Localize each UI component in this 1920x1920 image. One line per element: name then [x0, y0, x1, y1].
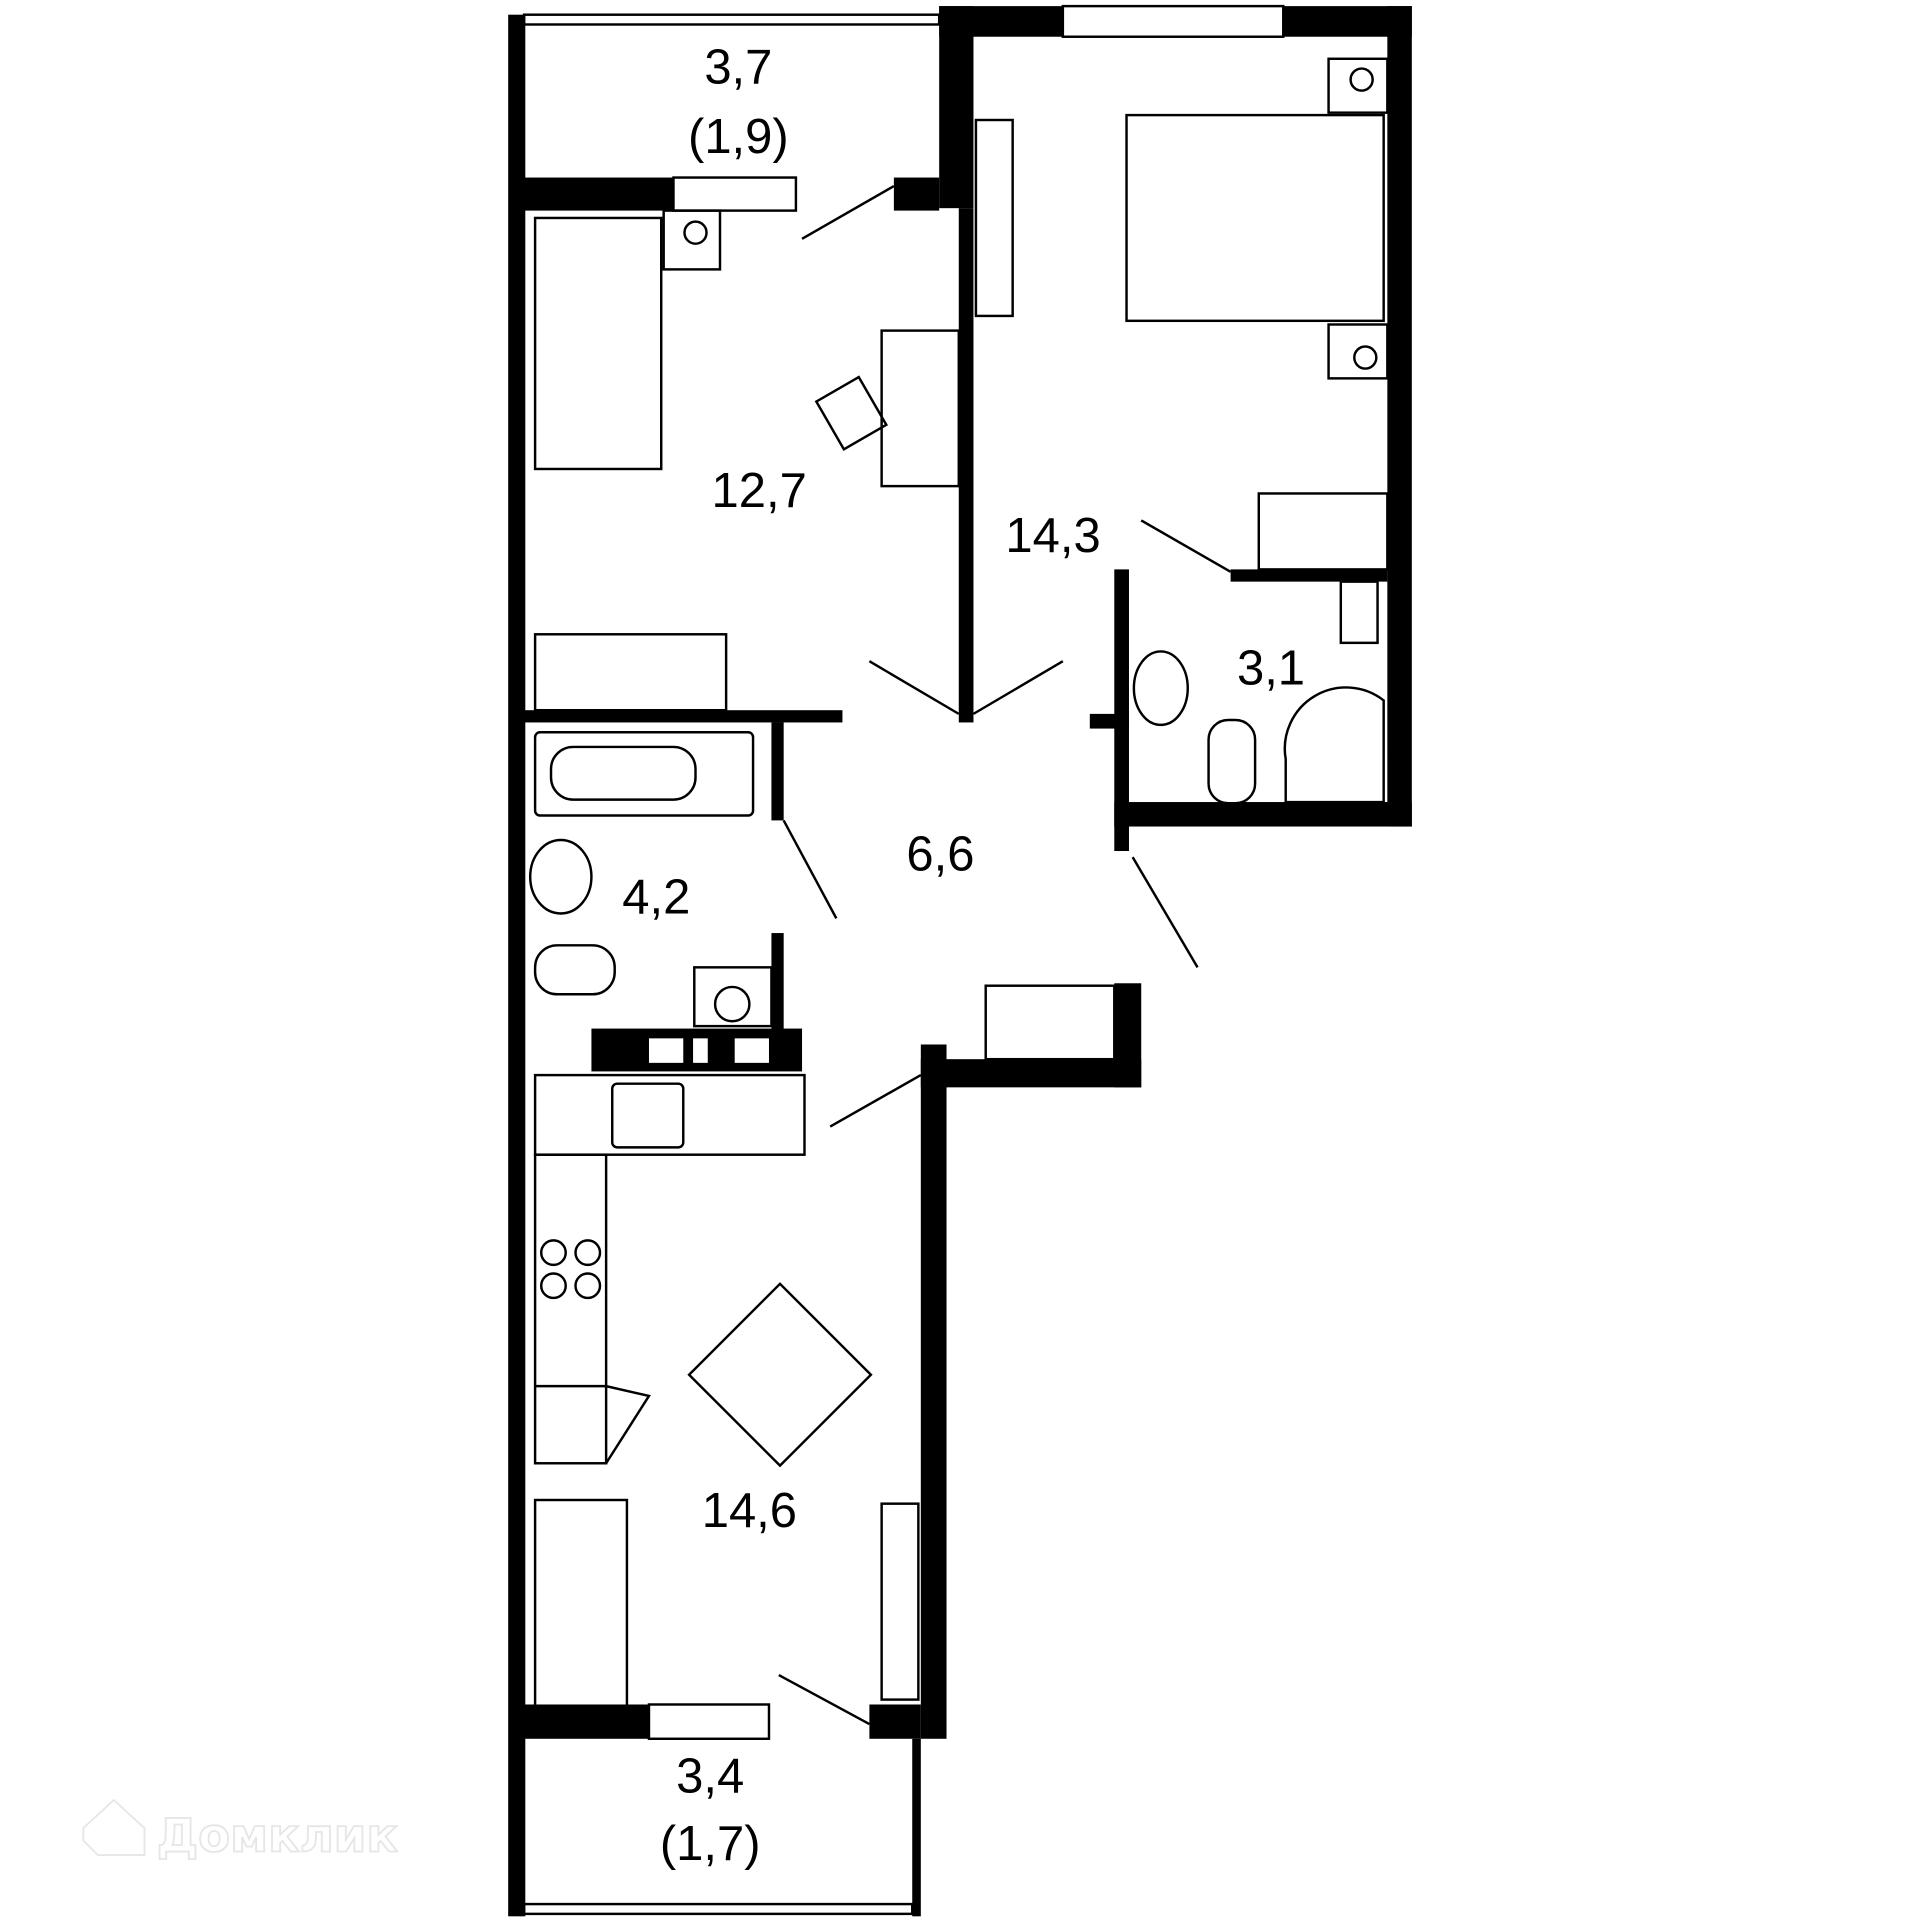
tv-cabinet — [974, 118, 1014, 318]
toilet — [533, 944, 616, 996]
bathtub — [533, 731, 755, 817]
walls — [508, 4, 1412, 1917]
kitchen-counter — [533, 1073, 806, 1156]
balcony-railing-top — [522, 13, 941, 26]
kitchen-bottom-wall-left — [524, 1704, 649, 1739]
shaft — [648, 1038, 684, 1063]
lamp-icon — [1349, 67, 1374, 92]
tv-cabinet — [880, 1502, 920, 1701]
wardrobe — [984, 984, 1116, 1061]
bedroom-bath-partition — [524, 710, 843, 723]
window — [1061, 4, 1285, 38]
door-swing — [868, 660, 960, 715]
nightstand — [662, 209, 722, 271]
room-area: 6,6 — [906, 828, 974, 882]
shaft — [693, 1038, 708, 1063]
nightstand — [1327, 323, 1389, 380]
balcony-railing-bottom — [522, 1902, 914, 1916]
lamp-icon — [683, 220, 708, 245]
right-outer-wall — [1387, 6, 1412, 827]
door-swing — [1131, 856, 1199, 968]
fridge — [535, 1384, 651, 1464]
sofa — [533, 1498, 629, 1707]
bedroom-bath-wall — [1230, 569, 1388, 582]
bathroom-left-wall — [1114, 569, 1129, 852]
dining-table — [687, 1282, 873, 1468]
shaft — [734, 1038, 769, 1063]
balcony-right-wall — [939, 6, 974, 209]
doors — [778, 185, 1232, 1726]
balcony-bottom-right-wall — [912, 1738, 921, 1917]
shower — [1283, 686, 1385, 804]
window — [647, 1703, 771, 1740]
watermark-logo: Домклик — [82, 1798, 399, 1863]
room-area-sub: (1,9) — [688, 110, 789, 164]
door-swing — [782, 819, 838, 919]
kitchen-counter-side — [533, 1153, 608, 1465]
hall-bottom-wall — [920, 1059, 1142, 1088]
washing-machine — [693, 966, 773, 1028]
window — [672, 176, 798, 212]
room-area: 3,4 — [676, 1750, 744, 1804]
stove — [540, 1239, 602, 1300]
toilet — [1207, 718, 1257, 805]
area-labels: 3,7 (1,9) 12,7 14,3 3,1 6,6 4,2 14,6 3,4… — [622, 40, 1305, 1871]
sink — [1132, 650, 1189, 727]
kitchen-right-wall — [920, 1044, 947, 1739]
door-swing — [801, 185, 895, 240]
room-area-sub: (1,7) — [660, 1817, 761, 1871]
door-swing — [1140, 519, 1232, 573]
nightstand — [1327, 57, 1389, 114]
door-swing — [972, 660, 1064, 715]
drum-icon — [713, 985, 751, 1023]
wardrobe — [1257, 492, 1389, 571]
room-area: 12,7 — [712, 464, 807, 518]
watermark-text: Домклик — [157, 1808, 398, 1862]
room-area: 3,1 — [1237, 641, 1305, 695]
balcony-wall-right — [893, 177, 940, 211]
house-logo-icon — [82, 1798, 146, 1857]
bedroom-partition — [958, 208, 974, 723]
single-bed — [533, 216, 663, 471]
bath-wall-upper — [771, 722, 784, 821]
bathtub-basin — [549, 745, 697, 801]
kitchen-sink — [611, 1082, 685, 1149]
double-bed — [1125, 113, 1385, 323]
shaft — [1339, 580, 1379, 645]
wall-stub — [1089, 713, 1129, 729]
balcony-wall-left — [524, 177, 674, 211]
bathroom-bottom-wall — [1114, 802, 1412, 827]
chair — [814, 375, 888, 451]
furniture — [528, 57, 1389, 1707]
room-area: 14,6 — [702, 1484, 797, 1538]
door-swing — [829, 1074, 922, 1128]
lamp-icon — [1353, 345, 1378, 370]
left-outer-wall — [508, 14, 526, 1917]
wardrobe — [533, 633, 728, 712]
kitchen-bottom-wall-right — [869, 1704, 921, 1739]
door-swing — [778, 1674, 870, 1726]
sink — [528, 838, 593, 915]
room-area: 3,7 — [704, 40, 772, 94]
desk — [880, 329, 961, 488]
hall-right-wall — [1114, 983, 1142, 1088]
room-area: 14,3 — [1005, 509, 1100, 563]
room-area: 4,2 — [622, 870, 690, 924]
